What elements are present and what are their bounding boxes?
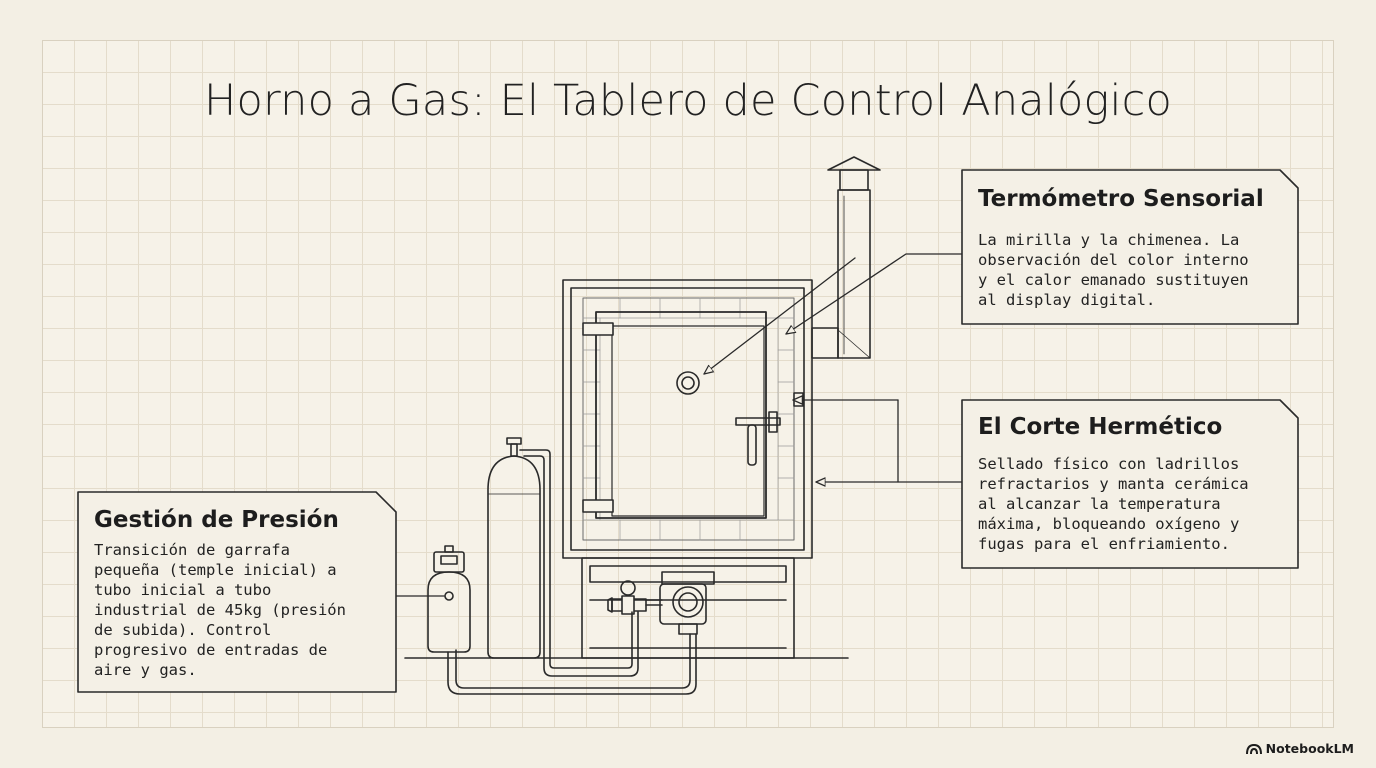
- brand-name: NotebookLM: [1265, 741, 1354, 756]
- brand-badge: NotebookLM: [1245, 741, 1354, 756]
- kiln-body: [562, 279, 813, 559]
- seal-heading: El Corte Hermético: [978, 414, 1223, 440]
- kiln-stand: [581, 557, 795, 659]
- leader-lines: [395, 253, 963, 597]
- thermometer-body: La mirilla y la chimenea. La observación…: [978, 231, 1249, 309]
- seal-body: Sellado físico con ladrillos refractario…: [978, 455, 1249, 553]
- seal-callout-frame: [961, 399, 1299, 569]
- industrial-cylinder: [487, 437, 639, 677]
- burner-assembly: [607, 571, 715, 635]
- notebooklm-logo-icon: [1245, 743, 1262, 754]
- pressure-heading: Gestión de Presión: [94, 507, 339, 533]
- pressure-callout-frame: [77, 491, 397, 693]
- pressure-body: Transición de garrafa pequeña (temple in…: [94, 541, 346, 679]
- chimney: [811, 156, 881, 359]
- small-gas-bottle: [427, 545, 697, 695]
- thermometer-callout-frame: [961, 169, 1299, 325]
- thermometer-heading: Termómetro Sensorial: [978, 186, 1264, 212]
- page-title: Horno a Gas: El Tablero de Control Analó…: [203, 76, 1173, 126]
